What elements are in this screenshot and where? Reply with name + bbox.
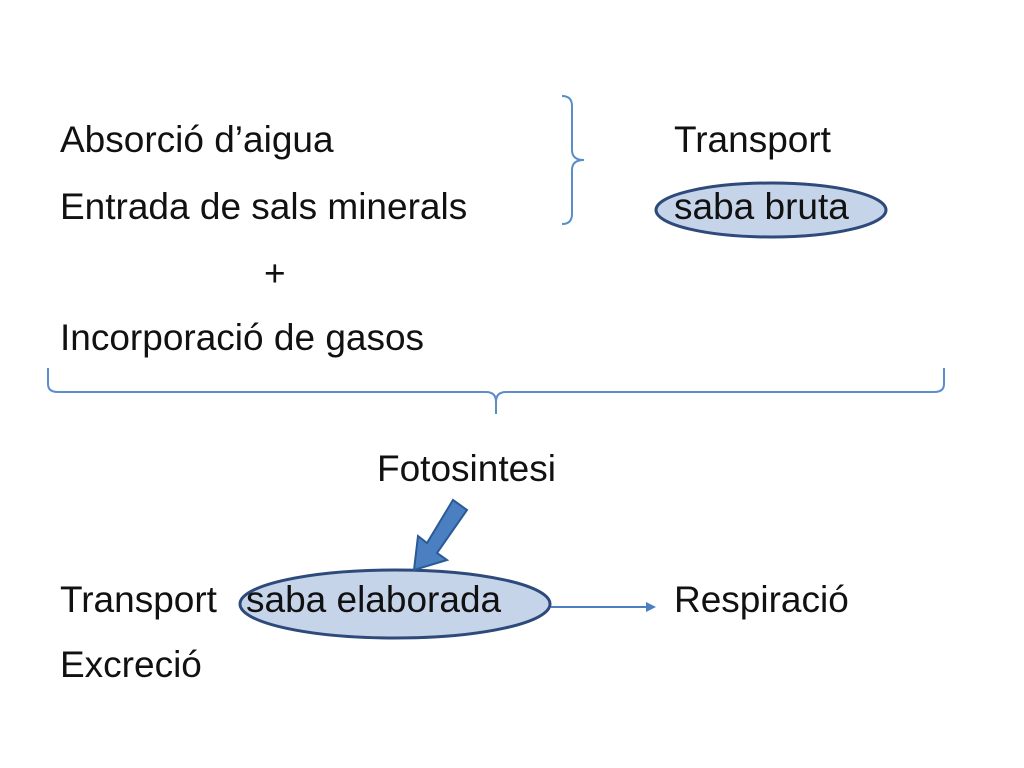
saba-bruta-highlight [654,181,888,239]
excrecio-text: Excreció [60,644,202,685]
horizontal-brace [47,368,945,414]
saba-elaborada-highlight [238,568,552,640]
transport-right-text: Transport [674,119,831,160]
respiracio-text: Respiració [674,579,849,620]
incorporacio-text: Incorporació de gasos [60,317,425,358]
absorcio-text: Absorció d’aigua [60,119,334,160]
saba-bruta-text: saba bruta [674,186,849,227]
respiracio-arrowhead-icon [646,602,656,612]
transport-bottom-text: Transport [60,579,217,620]
fotosintesi-arrow [412,498,469,572]
right-brace [561,95,585,225]
entrada-text: Entrada de sals minerals [60,186,468,227]
fotosintesi-text: Fotosintesi [377,448,556,489]
saba-elaborada-text: saba elaborada [246,579,502,620]
plus-text: + [264,253,286,294]
